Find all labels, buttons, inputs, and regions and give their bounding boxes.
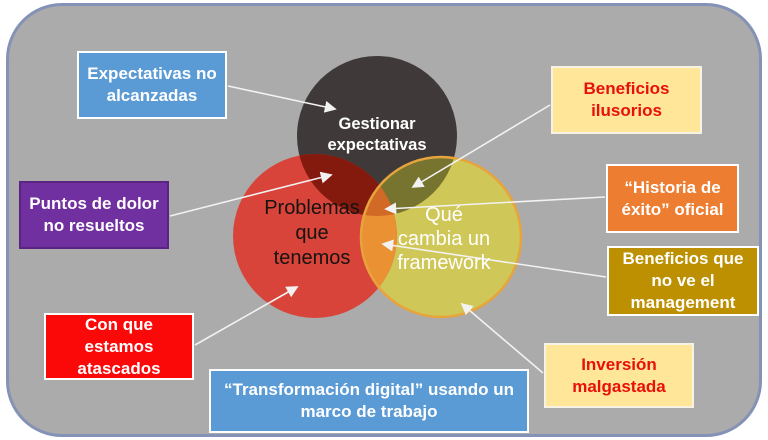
callout-beneficios-ilusorios: Beneficios ilusorios xyxy=(551,66,702,134)
overlap-red-dark xyxy=(297,154,397,216)
callout-inversion-malgastada: Inversión malgastada xyxy=(544,343,694,408)
callout-beneficios-no-ve-management: Beneficios que no ve el management xyxy=(607,246,759,316)
overlap-dark-yellow xyxy=(361,157,457,216)
connector-beneficios-management xyxy=(381,239,607,278)
connector-expectativas xyxy=(227,85,337,113)
slide-canvas: Gestionar expectativas Problemas que ten… xyxy=(6,3,762,437)
callout-transformacion-digital: “Transformación digital” usando un marco… xyxy=(209,369,529,433)
callout-expectativas-no-alcanzadas: Expectativas no alcanzadas xyxy=(77,51,227,119)
connector-historia-exito xyxy=(384,196,606,215)
circle-label-que-cambia-framework: Qué cambia un framework xyxy=(397,204,491,274)
venn-diagram xyxy=(169,56,607,374)
connector-con-que-estamos xyxy=(194,286,299,346)
yellow-circle-border xyxy=(359,155,523,319)
circle-label-problemas-que-tenemos: Problemas que tenemos xyxy=(264,197,360,269)
callout-con-que-estamos-atascados: Con que estamos atascados xyxy=(44,313,194,380)
connector-puntos-de-dolor xyxy=(169,171,333,217)
connector-beneficios-ilusorios xyxy=(411,104,551,188)
circle-label-gestionar-expectativas: Gestionar expectativas xyxy=(327,115,427,154)
callout-historia-de-exito-oficial: “Historia de éxito” oficial xyxy=(606,164,739,233)
callout-puntos-de-dolor: Puntos de dolor no resueltos xyxy=(19,181,169,249)
connector-inversion-malgastada xyxy=(460,302,544,374)
